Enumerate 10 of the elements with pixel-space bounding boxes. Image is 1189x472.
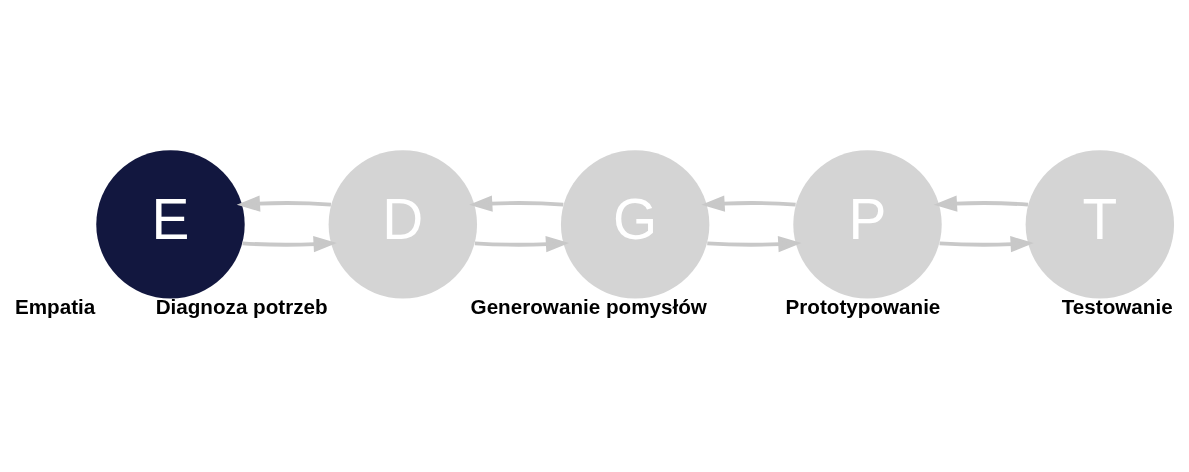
arrow	[707, 236, 802, 253]
arrow	[242, 236, 337, 253]
arrow	[933, 195, 1029, 212]
arrow	[236, 195, 332, 212]
arrow	[939, 236, 1034, 253]
node-label: Empatia	[14, 294, 96, 318]
arrow	[701, 195, 796, 212]
node-circle: E	[96, 150, 245, 299]
arrow	[469, 195, 564, 212]
arrow	[474, 236, 570, 253]
